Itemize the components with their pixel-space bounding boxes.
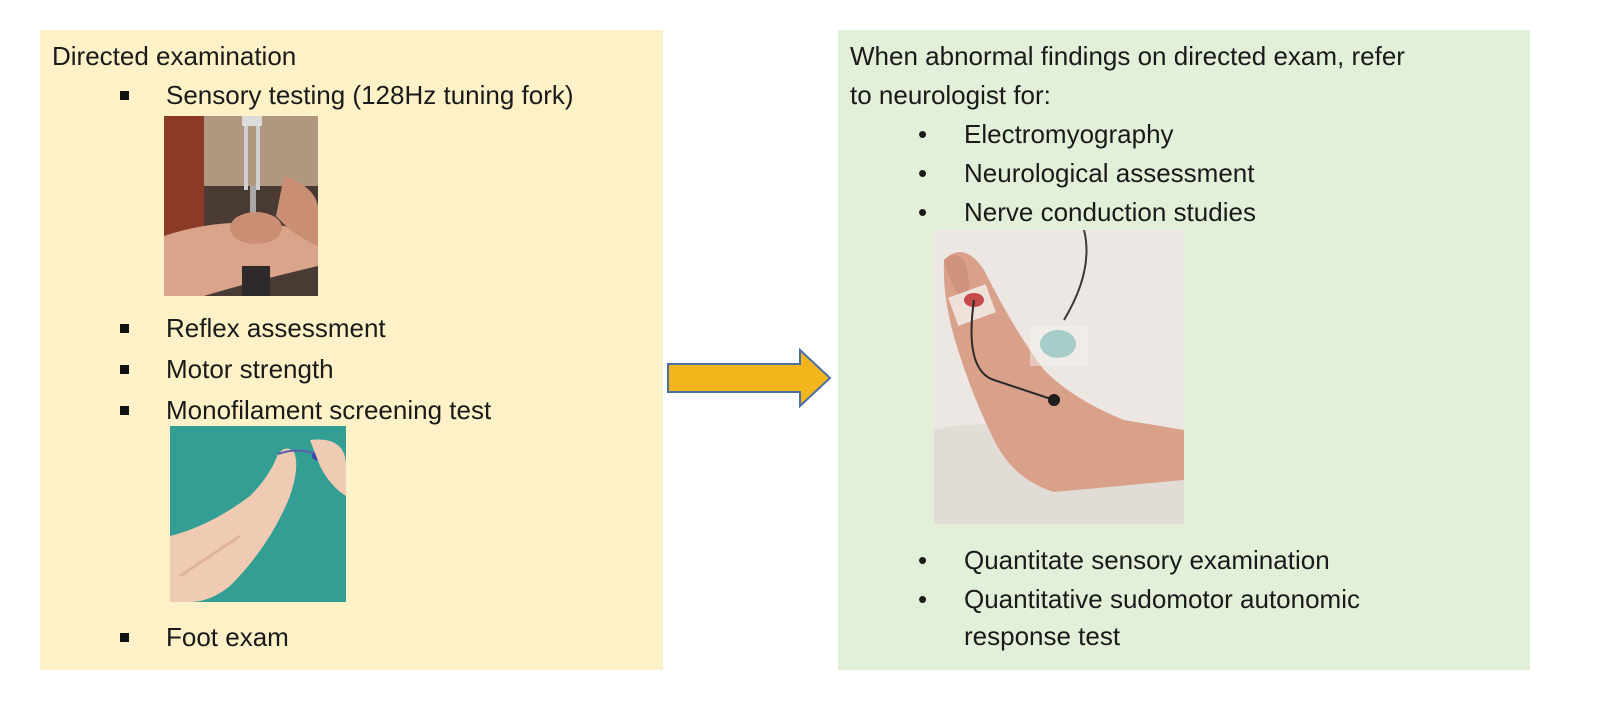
right-panel-title-line1: When abnormal findings on directed exam,… xyxy=(850,41,1405,71)
directed-examination-panel: Directed examination Sensory testing (12… xyxy=(40,30,663,670)
item-monofilament-test: Monofilament screening test xyxy=(166,395,492,425)
square-bullet-icon xyxy=(120,406,129,415)
square-bullet-icon xyxy=(120,365,129,374)
square-bullet-icon xyxy=(120,633,129,642)
item-motor-strength: Motor strength xyxy=(166,354,334,384)
dot-bullet-icon: • xyxy=(918,197,928,227)
right-arrow-icon xyxy=(667,348,832,408)
item-foot-exam: Foot exam xyxy=(166,622,289,652)
dot-bullet-icon: • xyxy=(918,545,928,575)
item-qsart: Quantitative sudomotor autonomic xyxy=(964,584,1360,614)
nerve-conduction-photo xyxy=(934,230,1184,524)
item-reflex-assessment: Reflex assessment xyxy=(166,313,386,343)
square-bullet-icon xyxy=(120,324,129,333)
item-quantitate-sensory: Quantitate sensory examination xyxy=(964,545,1330,575)
item-electromyography: Electromyography xyxy=(964,119,1174,149)
square-bullet-icon xyxy=(120,91,129,100)
monofilament-photo xyxy=(170,426,346,602)
item-neurological-assessment: Neurological assessment xyxy=(964,158,1255,188)
item-nerve-conduction: Nerve conduction studies xyxy=(964,197,1256,227)
item-sensory-testing: Sensory testing (128Hz tuning fork) xyxy=(166,80,574,110)
dot-bullet-icon: • xyxy=(918,158,928,188)
item-qsart-continuation: response test xyxy=(964,621,1121,651)
tuning-fork-photo xyxy=(164,116,318,296)
neurologist-referral-panel: When abnormal findings on directed exam,… xyxy=(838,30,1530,670)
dot-bullet-icon: • xyxy=(918,119,928,149)
right-panel-title-line2: to neurologist for: xyxy=(850,80,1051,110)
left-panel-title: Directed examination xyxy=(52,41,297,71)
dot-bullet-icon: • xyxy=(918,584,928,614)
